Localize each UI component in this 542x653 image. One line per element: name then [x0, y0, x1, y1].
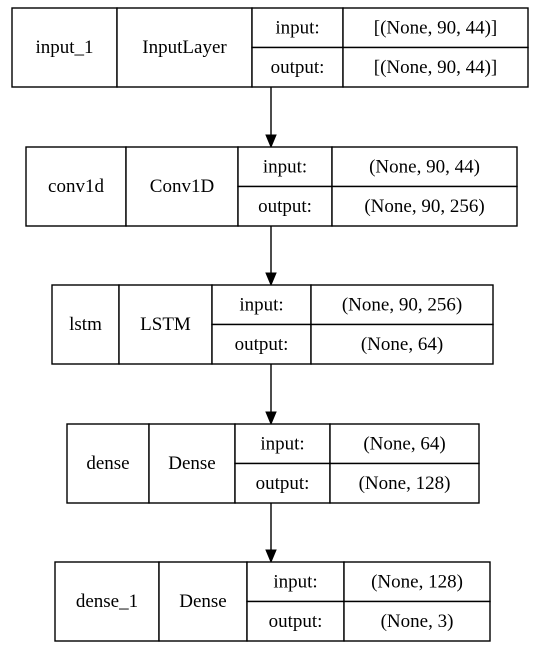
- output-label-cell: [234, 462, 331, 504]
- input-label-cell: [246, 561, 345, 603]
- input-label: input:: [263, 156, 307, 177]
- layer-type: LSTM: [140, 314, 191, 335]
- layer-name: input_1: [35, 37, 93, 58]
- layer-type-cell: [158, 561, 248, 642]
- connector-arrow: [265, 87, 277, 149]
- layer-name-cell: [11, 7, 118, 88]
- output-shape-cell: [331, 185, 518, 227]
- input-shape: (None, 64): [363, 433, 445, 454]
- arrowhead: [265, 549, 277, 564]
- layer-node-conv1d: conv1d Conv1D input: (None, 90, 44) output: (…: [25, 146, 518, 227]
- layer-name: lstm: [69, 314, 102, 335]
- input-label-cell: [211, 284, 312, 326]
- input-label: input:: [260, 433, 304, 454]
- layer-type: Conv1D: [150, 176, 214, 197]
- layer-type-cell: [116, 7, 253, 88]
- output-shape-cell: [342, 46, 529, 88]
- layer-name: conv1d: [48, 176, 104, 197]
- output-label: output:: [271, 57, 325, 78]
- layer-name: dense_1: [76, 591, 138, 612]
- connector-arrow: [265, 226, 277, 287]
- output-shape: (None, 128): [359, 473, 451, 494]
- input-label-cell: [234, 423, 331, 465]
- input-shape-cell: [310, 284, 494, 326]
- arrowhead: [265, 272, 277, 287]
- output-label: output:: [235, 334, 289, 355]
- output-shape: [(None, 90, 44)]: [374, 57, 497, 78]
- layer-type: Dense: [179, 591, 226, 612]
- output-label: output:: [269, 611, 323, 632]
- arrowhead: [265, 134, 277, 149]
- layer-node-dense_1: dense_1 Dense input: (None, 128) output: (Non…: [54, 561, 491, 642]
- layer-type: InputLayer: [142, 37, 227, 58]
- output-shape-cell: [329, 462, 480, 504]
- layer-name-cell: [54, 561, 160, 642]
- output-shape-cell: [343, 600, 491, 642]
- layer-name-cell: [66, 423, 150, 504]
- layer-name: dense: [86, 453, 129, 474]
- input-shape-cell: [342, 7, 529, 49]
- output-label-cell: [237, 185, 333, 227]
- layer-node-lstm: lstm LSTM input: (None, 90, 256) output: (Non…: [51, 284, 494, 365]
- connector-arrow: [265, 364, 277, 426]
- input-shape-cell: [343, 561, 491, 603]
- layer-node-input_1: input_1 InputLayer input: [(None, 90, 44)] o…: [11, 7, 529, 88]
- output-shape-cell: [310, 323, 494, 365]
- layer-type-cell: [148, 423, 236, 504]
- output-label-cell: [251, 46, 344, 88]
- arrowhead: [265, 411, 277, 426]
- output-shape: (None, 90, 256): [364, 196, 484, 217]
- input-label: input:: [239, 294, 283, 315]
- output-label-cell: [211, 323, 312, 365]
- input-label: input:: [275, 17, 319, 38]
- output-label-cell: [246, 600, 345, 642]
- output-label: output:: [258, 196, 312, 217]
- input-label: input:: [273, 571, 317, 592]
- input-shape: (None, 90, 256): [342, 294, 462, 315]
- output-shape: (None, 3): [381, 611, 454, 632]
- input-label-cell: [237, 146, 333, 188]
- input-shape: (None, 128): [371, 571, 463, 592]
- input-shape-cell: [329, 423, 480, 465]
- connector-arrow: [265, 503, 277, 564]
- layer-type-cell: [118, 284, 213, 365]
- output-shape: (None, 64): [361, 334, 443, 355]
- input-shape: [(None, 90, 44)]: [374, 17, 497, 38]
- input-shape-cell: [331, 146, 518, 188]
- input-shape: (None, 90, 44): [369, 156, 480, 177]
- layer-node-dense: dense Dense input: (None, 64) output: (None, …: [66, 423, 480, 504]
- output-label: output:: [256, 473, 310, 494]
- layer-type: Dense: [168, 453, 215, 474]
